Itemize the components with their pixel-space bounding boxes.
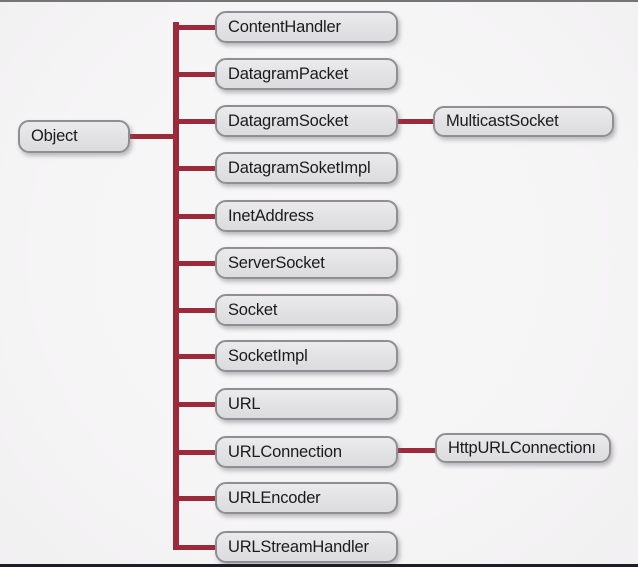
connector-inetaddress <box>175 214 217 219</box>
node-httpurlconnection-label: HttpURLConnectionı <box>448 438 596 457</box>
node-datagrampacket: DatagramPacket <box>215 58 398 90</box>
connector-contenthandler <box>175 25 217 30</box>
node-socket-label: Socket <box>228 300 278 319</box>
node-datagramsocket: DatagramSocket <box>215 105 398 137</box>
node-socketimpl: SocketImpl <box>215 340 398 372</box>
top-edge-strip <box>0 0 638 2</box>
node-contenthandler-label: ContentHandler <box>228 17 341 36</box>
node-object-label: Object <box>31 127 78 145</box>
node-socketimpl-label: SocketImpl <box>228 346 308 365</box>
node-datagramsocket-label: DatagramSocket <box>228 111 349 130</box>
node-urlstreamhandler-label: URLStreamHandler <box>228 537 369 556</box>
connector-object-to-trunk <box>128 134 175 139</box>
connector-httpurlconnection <box>396 448 436 453</box>
node-urlconnection-label: URLConnection <box>228 442 342 461</box>
bottom-edge-strip <box>0 564 638 567</box>
node-multicastsocket: MulticastSocket <box>433 106 614 137</box>
connector-urlconnection <box>175 450 217 455</box>
node-inetaddress-label: InetAddress <box>228 206 314 225</box>
node-inetaddress: InetAddress <box>215 200 398 232</box>
node-object: Object <box>18 120 130 153</box>
connector-datagrampacket <box>175 72 217 77</box>
connector-urlstreamhandler <box>175 545 217 550</box>
node-httpurlconnection: HttpURLConnectionı <box>435 433 611 463</box>
connector-socket <box>175 308 217 313</box>
node-datagramsoketimpl: DatagramSoketImpl <box>215 152 398 184</box>
node-urlconnection: URLConnection <box>215 436 398 468</box>
node-multicastsocket-label: MulticastSocket <box>446 112 559 130</box>
node-serversocket-label: ServerSocket <box>228 253 325 272</box>
node-url: URL <box>215 388 398 420</box>
connector-serversocket <box>175 261 217 266</box>
node-contenthandler: ContentHandler <box>215 11 398 43</box>
node-urlencoder: URLEncoder <box>215 482 398 514</box>
connector-multicastsocket <box>396 119 434 124</box>
connector-datagramsocket <box>175 119 217 124</box>
connector-datagramsoketimpl <box>175 166 217 171</box>
connector-urlencoder <box>175 496 217 501</box>
node-url-label: URL <box>228 394 261 413</box>
node-urlstreamhandler: URLStreamHandler <box>215 531 398 563</box>
connector-url <box>175 402 217 407</box>
node-datagrampacket-label: DatagramPacket <box>228 64 349 83</box>
node-socket: Socket <box>215 294 398 326</box>
node-serversocket: ServerSocket <box>215 247 398 279</box>
connector-socketimpl <box>175 354 217 359</box>
node-datagramsoketimpl-label: DatagramSoketImpl <box>228 158 371 177</box>
node-urlencoder-label: URLEncoder <box>228 488 321 507</box>
connector-trunk-line <box>173 22 179 550</box>
